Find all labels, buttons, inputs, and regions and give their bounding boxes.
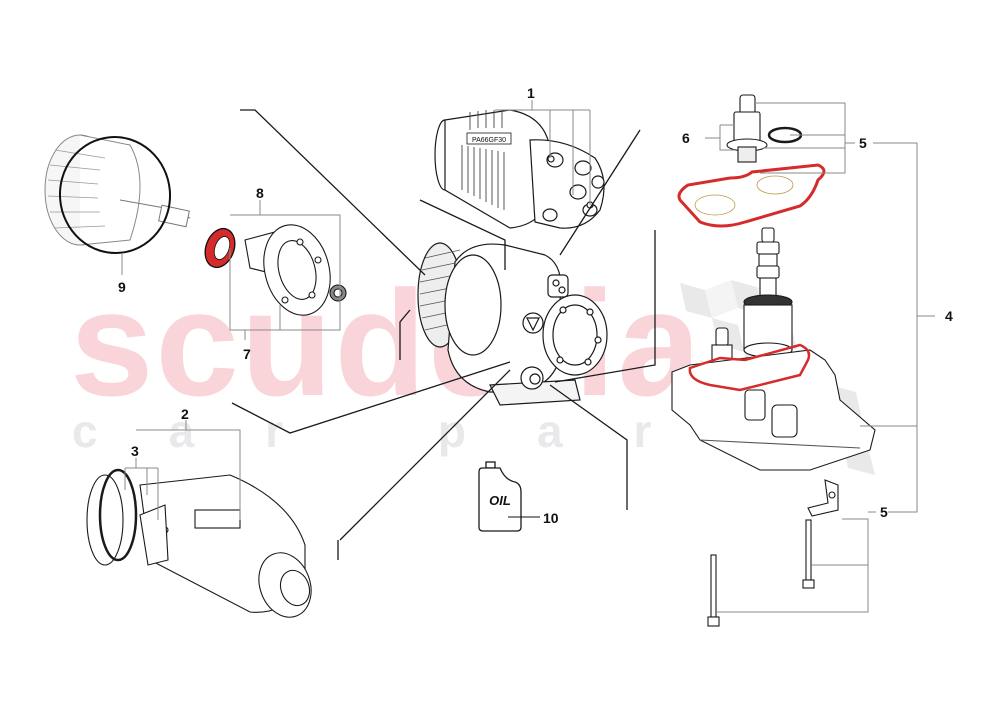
part-10-oil-bottle: OIL <box>478 461 522 532</box>
callout-9: 9 <box>118 279 126 295</box>
assembly-connector-lines <box>231 109 656 560</box>
callout-leaders <box>121 100 935 613</box>
callout-7: 7 <box>243 346 251 362</box>
callout-4: 4 <box>945 308 953 324</box>
callout-10: 10 <box>543 510 559 526</box>
part-7-flange-cup <box>244 224 347 316</box>
part-4-valve-body <box>671 94 876 627</box>
callout-1: 1 <box>527 85 535 101</box>
part-9-clutch-drum <box>44 134 191 254</box>
callout-5-bottom: 5 <box>880 504 888 520</box>
callout-2: 2 <box>181 406 189 422</box>
part-2-actuator-motor <box>86 468 312 618</box>
main-gearbox-assembly <box>417 242 608 406</box>
callout-8: 8 <box>256 185 264 201</box>
part-8-red-seal <box>204 227 236 269</box>
oil-label: OIL <box>489 493 511 508</box>
part-1-label: PA66GF30 <box>472 137 506 144</box>
callout-6: 6 <box>682 130 690 146</box>
callout-5-top: 5 <box>859 135 867 151</box>
part-1-filter-cartridge: PA66GF30 <box>434 109 605 229</box>
callout-3: 3 <box>131 443 139 459</box>
